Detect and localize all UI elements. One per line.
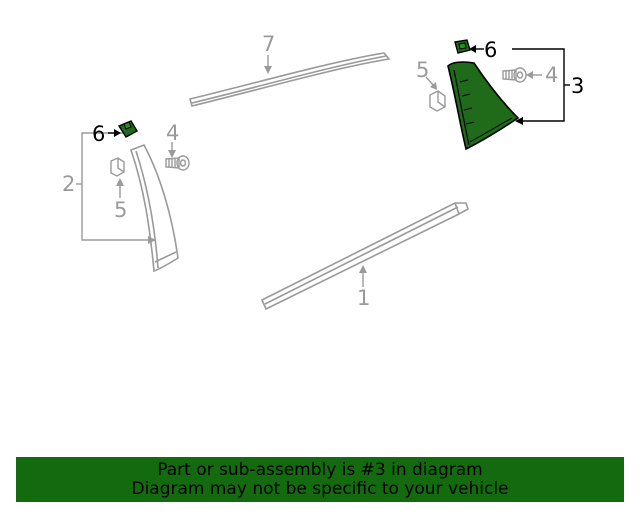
callout-1: 1 (357, 286, 370, 310)
part-5-right-leader (425, 76, 435, 87)
part-6-clip-left (117, 120, 138, 138)
part-1-arrow (359, 265, 367, 273)
part-4-left-arrow (168, 150, 176, 158)
part-5-right-arrow (430, 82, 437, 90)
bracket-3 (512, 48, 570, 122)
callout-5-left: 5 (114, 198, 127, 222)
part-4-right-arrow (526, 71, 533, 79)
part-5-left-arrow (116, 178, 124, 186)
banner-line-2: Diagram may not be specific to your vehi… (131, 478, 509, 499)
part-2-pillar-applique (129, 143, 179, 273)
callout-7: 7 (262, 32, 275, 56)
part-7-roof-molding (189, 52, 391, 107)
part-4-screw-left (165, 155, 190, 171)
banner-line-1: Part or sub-assembly is #3 in diagram (157, 459, 483, 480)
part-7-arrow (264, 66, 272, 74)
part-6-left-arrow (114, 129, 121, 137)
callout-6-right: 6 (484, 38, 497, 62)
part-2-arrow (148, 236, 156, 244)
part-4-screw-right (502, 67, 527, 83)
part-6-right-arrow (469, 45, 476, 53)
callout-3: 3 (571, 74, 584, 98)
part-6-clip-right (454, 39, 471, 54)
part-3-pillar-garnish[interactable] (447, 61, 520, 151)
part-5-retainer-right (429, 90, 446, 112)
callout-4-left: 4 (166, 121, 179, 145)
bracket-2 (76, 132, 150, 241)
callout-4-right: 4 (545, 63, 558, 87)
part-5-retainer-left (110, 157, 125, 177)
part-3-arrow (515, 117, 523, 125)
callout-6-left: 6 (92, 122, 105, 146)
callout-2: 2 (62, 172, 75, 196)
part-1-belt-molding (260, 202, 469, 311)
callout-5-right: 5 (416, 58, 429, 82)
info-banner: Part or sub-assembly is #3 in diagram Di… (16, 457, 624, 502)
